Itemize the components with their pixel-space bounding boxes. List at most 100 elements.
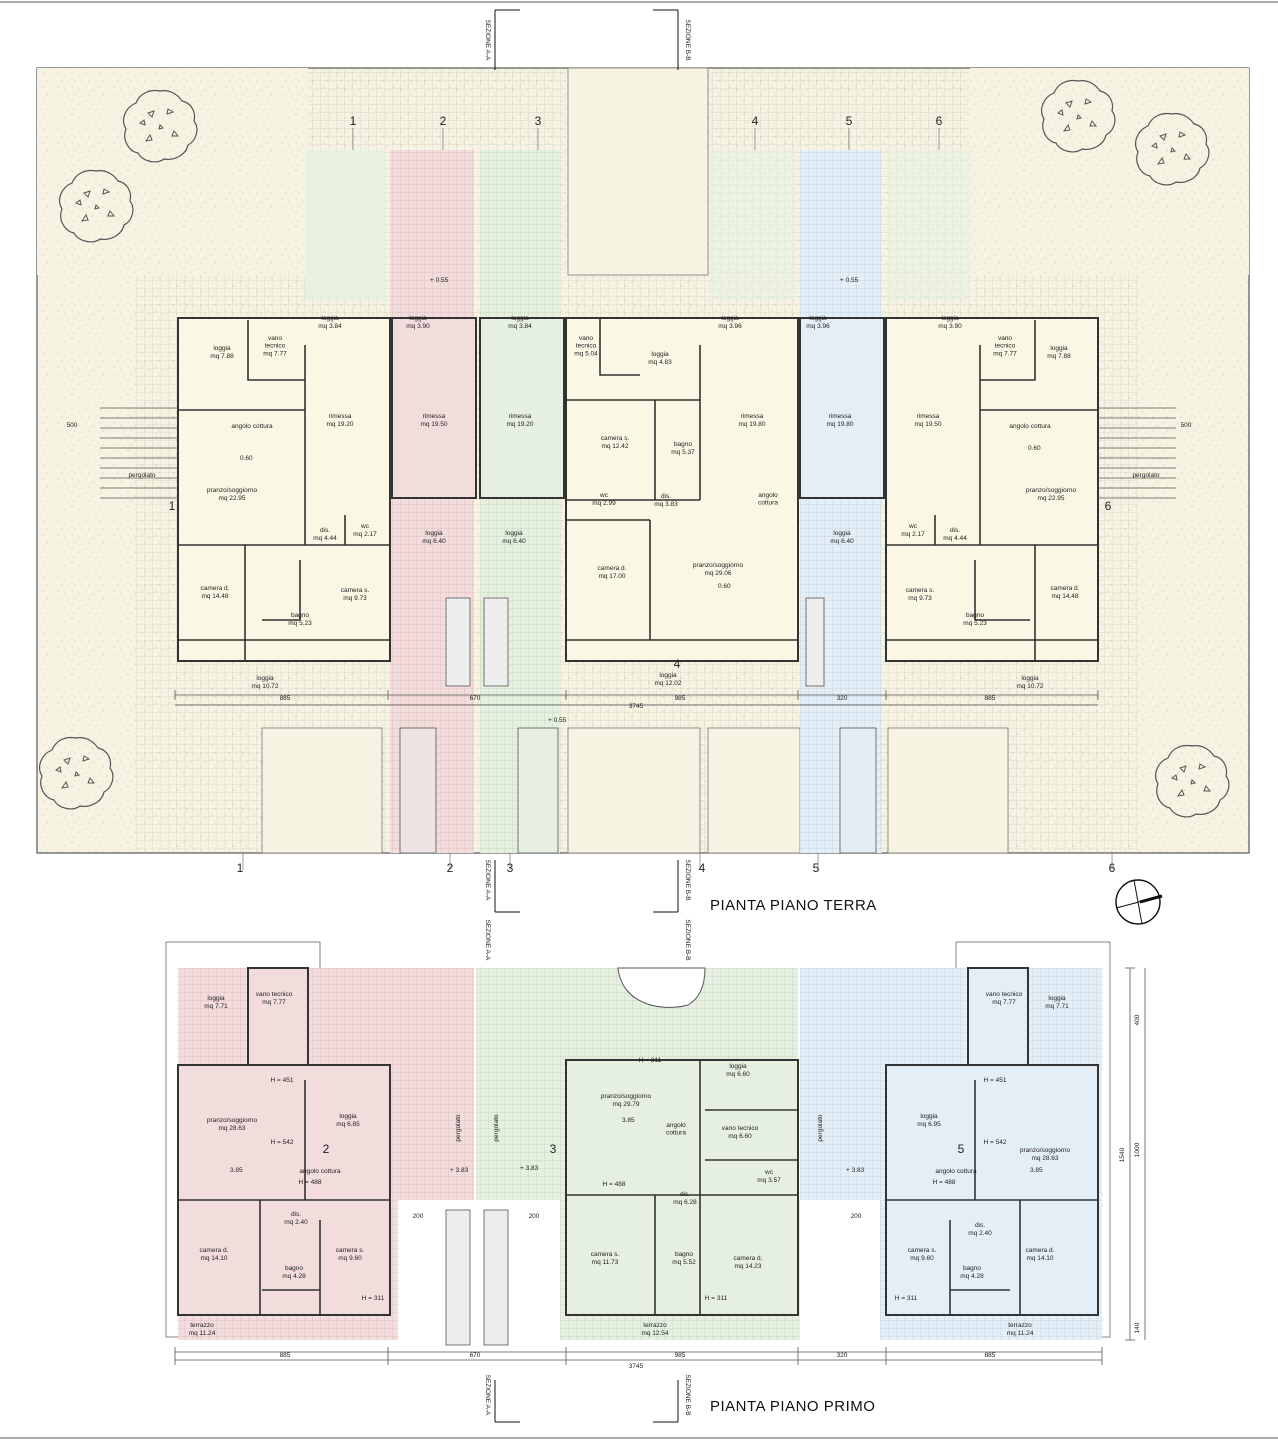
first-room-label: loggia <box>339 1113 357 1120</box>
ceiling-height: H = 311 <box>362 1295 385 1302</box>
room-area: mq 7.71 <box>1045 1003 1069 1010</box>
ground-room-label: loggia <box>511 315 529 322</box>
ground-room-label: camera s. <box>341 587 370 594</box>
unit-number: 4 <box>674 657 681 671</box>
ceiling-height: H = 542 <box>984 1139 1007 1146</box>
unit-number-top: 6 <box>936 114 943 128</box>
first-room-label: terrazzo <box>190 1322 214 1329</box>
first-room-label: pranzo/soggiorno <box>207 1117 258 1124</box>
ground-room-label: camera d. <box>1051 585 1080 592</box>
room-area: mq 12.02 <box>654 680 681 687</box>
room-area: mq 11.24 <box>1007 1330 1034 1337</box>
first-floor-plan <box>165 941 1146 1365</box>
ground-room-label: dis. <box>950 527 960 534</box>
first-room-label: bagno <box>285 1265 303 1272</box>
room-area: mq 11.24 <box>189 1330 216 1337</box>
pergolato-label: pergolato <box>1132 472 1159 479</box>
ground-room-label: dis. <box>661 493 671 500</box>
unit-number-bottom: 6 <box>1109 861 1116 875</box>
room-area: mq 14.48 <box>1051 593 1078 600</box>
room-area: mq 5.52 <box>672 1259 696 1266</box>
room-area: mq 7.77 <box>262 999 286 1006</box>
level-marker: 3.85 <box>622 1117 635 1124</box>
level-marker: + 0.55 <box>840 277 859 284</box>
room-area: mq 6.60 <box>726 1071 750 1078</box>
ground-room-label: wc <box>360 523 370 530</box>
first-room-label: angolo cottura <box>935 1168 977 1175</box>
level-marker: 0.60 <box>1028 445 1041 452</box>
section-label-aa: SEZIONE A-A <box>484 860 491 901</box>
room-area: mq 11.73 <box>592 1259 619 1266</box>
room-area: mq 7.77 <box>263 351 287 358</box>
pergolato-label: pergolato <box>493 1114 500 1141</box>
dimension-gap: 200 <box>851 1213 862 1220</box>
pergolato-label: pergolato <box>128 472 155 479</box>
dimension-module: 885 <box>280 1352 291 1359</box>
ground-room-label: loggia <box>1021 675 1039 682</box>
first-room-label: camera s. <box>591 1251 620 1258</box>
first-room-label: camera d. <box>200 1247 229 1254</box>
ceiling-height: H = 311 <box>705 1295 728 1302</box>
room-area: mq 12.54 <box>641 1330 668 1337</box>
unit-number-bottom: 2 <box>447 861 454 875</box>
unit-number: 3 <box>550 1142 557 1156</box>
first-room-label: vano tecnico <box>986 991 1023 998</box>
section-label-bb: SEZIONE B-B <box>684 19 691 60</box>
section-label-bb: SEZIONE B-B <box>684 1374 691 1415</box>
ground-room-label: rimessa <box>741 413 764 420</box>
ceiling-height: H = 542 <box>271 1139 294 1146</box>
first-floor-title: PIANTA PIANO PRIMO <box>710 1398 876 1415</box>
ground-room-label: loggia <box>1050 345 1068 352</box>
first-room-label: loggia <box>920 1113 938 1120</box>
pergolato-label: pergolato <box>455 1114 462 1141</box>
unit-number-top: 4 <box>752 114 759 128</box>
room-area: mq 12.42 <box>601 443 628 450</box>
unit-number-bottom: 4 <box>699 861 706 875</box>
north-arrow-icon <box>1115 879 1163 925</box>
room-area: mq 6.28 <box>673 1199 697 1206</box>
ground-room-label: angolo cottura <box>1009 423 1051 430</box>
room-area: mq 9.60 <box>338 1255 362 1262</box>
room-area: mq 19.50 <box>914 421 941 428</box>
level-marker: 0.60 <box>240 455 253 462</box>
ground-room-label: loggia <box>941 315 959 322</box>
level-marker: + 3.83 <box>846 1167 865 1174</box>
room-area: mq 2.17 <box>901 531 925 538</box>
ground-room-label: loggia <box>505 530 523 537</box>
level-marker: 0.60 <box>718 583 731 590</box>
room-area: mq 14.48 <box>201 593 228 600</box>
dimension-module: 885 <box>280 695 291 702</box>
dimension-side: 1540 <box>1119 1147 1126 1162</box>
ground-room-label: loggia <box>809 315 827 322</box>
room-area: mq 7.88 <box>1047 353 1071 360</box>
room-area: mq 3.96 <box>718 323 742 330</box>
dimension-module: 670 <box>470 1352 481 1359</box>
room-area: mq 6.40 <box>830 538 854 545</box>
room-area: mq 3.57 <box>757 1177 781 1184</box>
first-room-label: loggia <box>1048 995 1066 1002</box>
dimension-total: 3745 <box>629 703 644 710</box>
level-marker: 3.85 <box>230 1167 243 1174</box>
section-label-aa: SEZIONE A-A <box>484 1375 491 1416</box>
unit-number-bottom: 3 <box>507 861 514 875</box>
ground-room-label: dis. <box>320 527 330 534</box>
first-room-label: vano tecnico <box>722 1125 759 1132</box>
room-area: mq 29.06 <box>704 570 731 577</box>
unit-number-top: 5 <box>846 114 853 128</box>
first-room-label: bagno <box>963 1265 981 1272</box>
section-label-bb: SEZIONE B-B <box>684 859 691 900</box>
room-area: mq 2.99 <box>592 500 616 507</box>
ground-room-label: bagno <box>674 441 692 448</box>
level-marker: + 3.83 <box>520 1165 539 1172</box>
dimension-side: 500 <box>1181 422 1192 429</box>
level-marker: + 0.55 <box>548 717 567 724</box>
ground-room-label: loggia <box>321 315 339 322</box>
dimension-module: 985 <box>675 1352 686 1359</box>
ceiling-height: H = 311 <box>639 1057 662 1064</box>
unit-number: 2 <box>323 1142 330 1156</box>
ground-room-label: pranzo/soggiorno <box>1026 487 1077 494</box>
ceiling-height: H = 488 <box>933 1179 956 1186</box>
